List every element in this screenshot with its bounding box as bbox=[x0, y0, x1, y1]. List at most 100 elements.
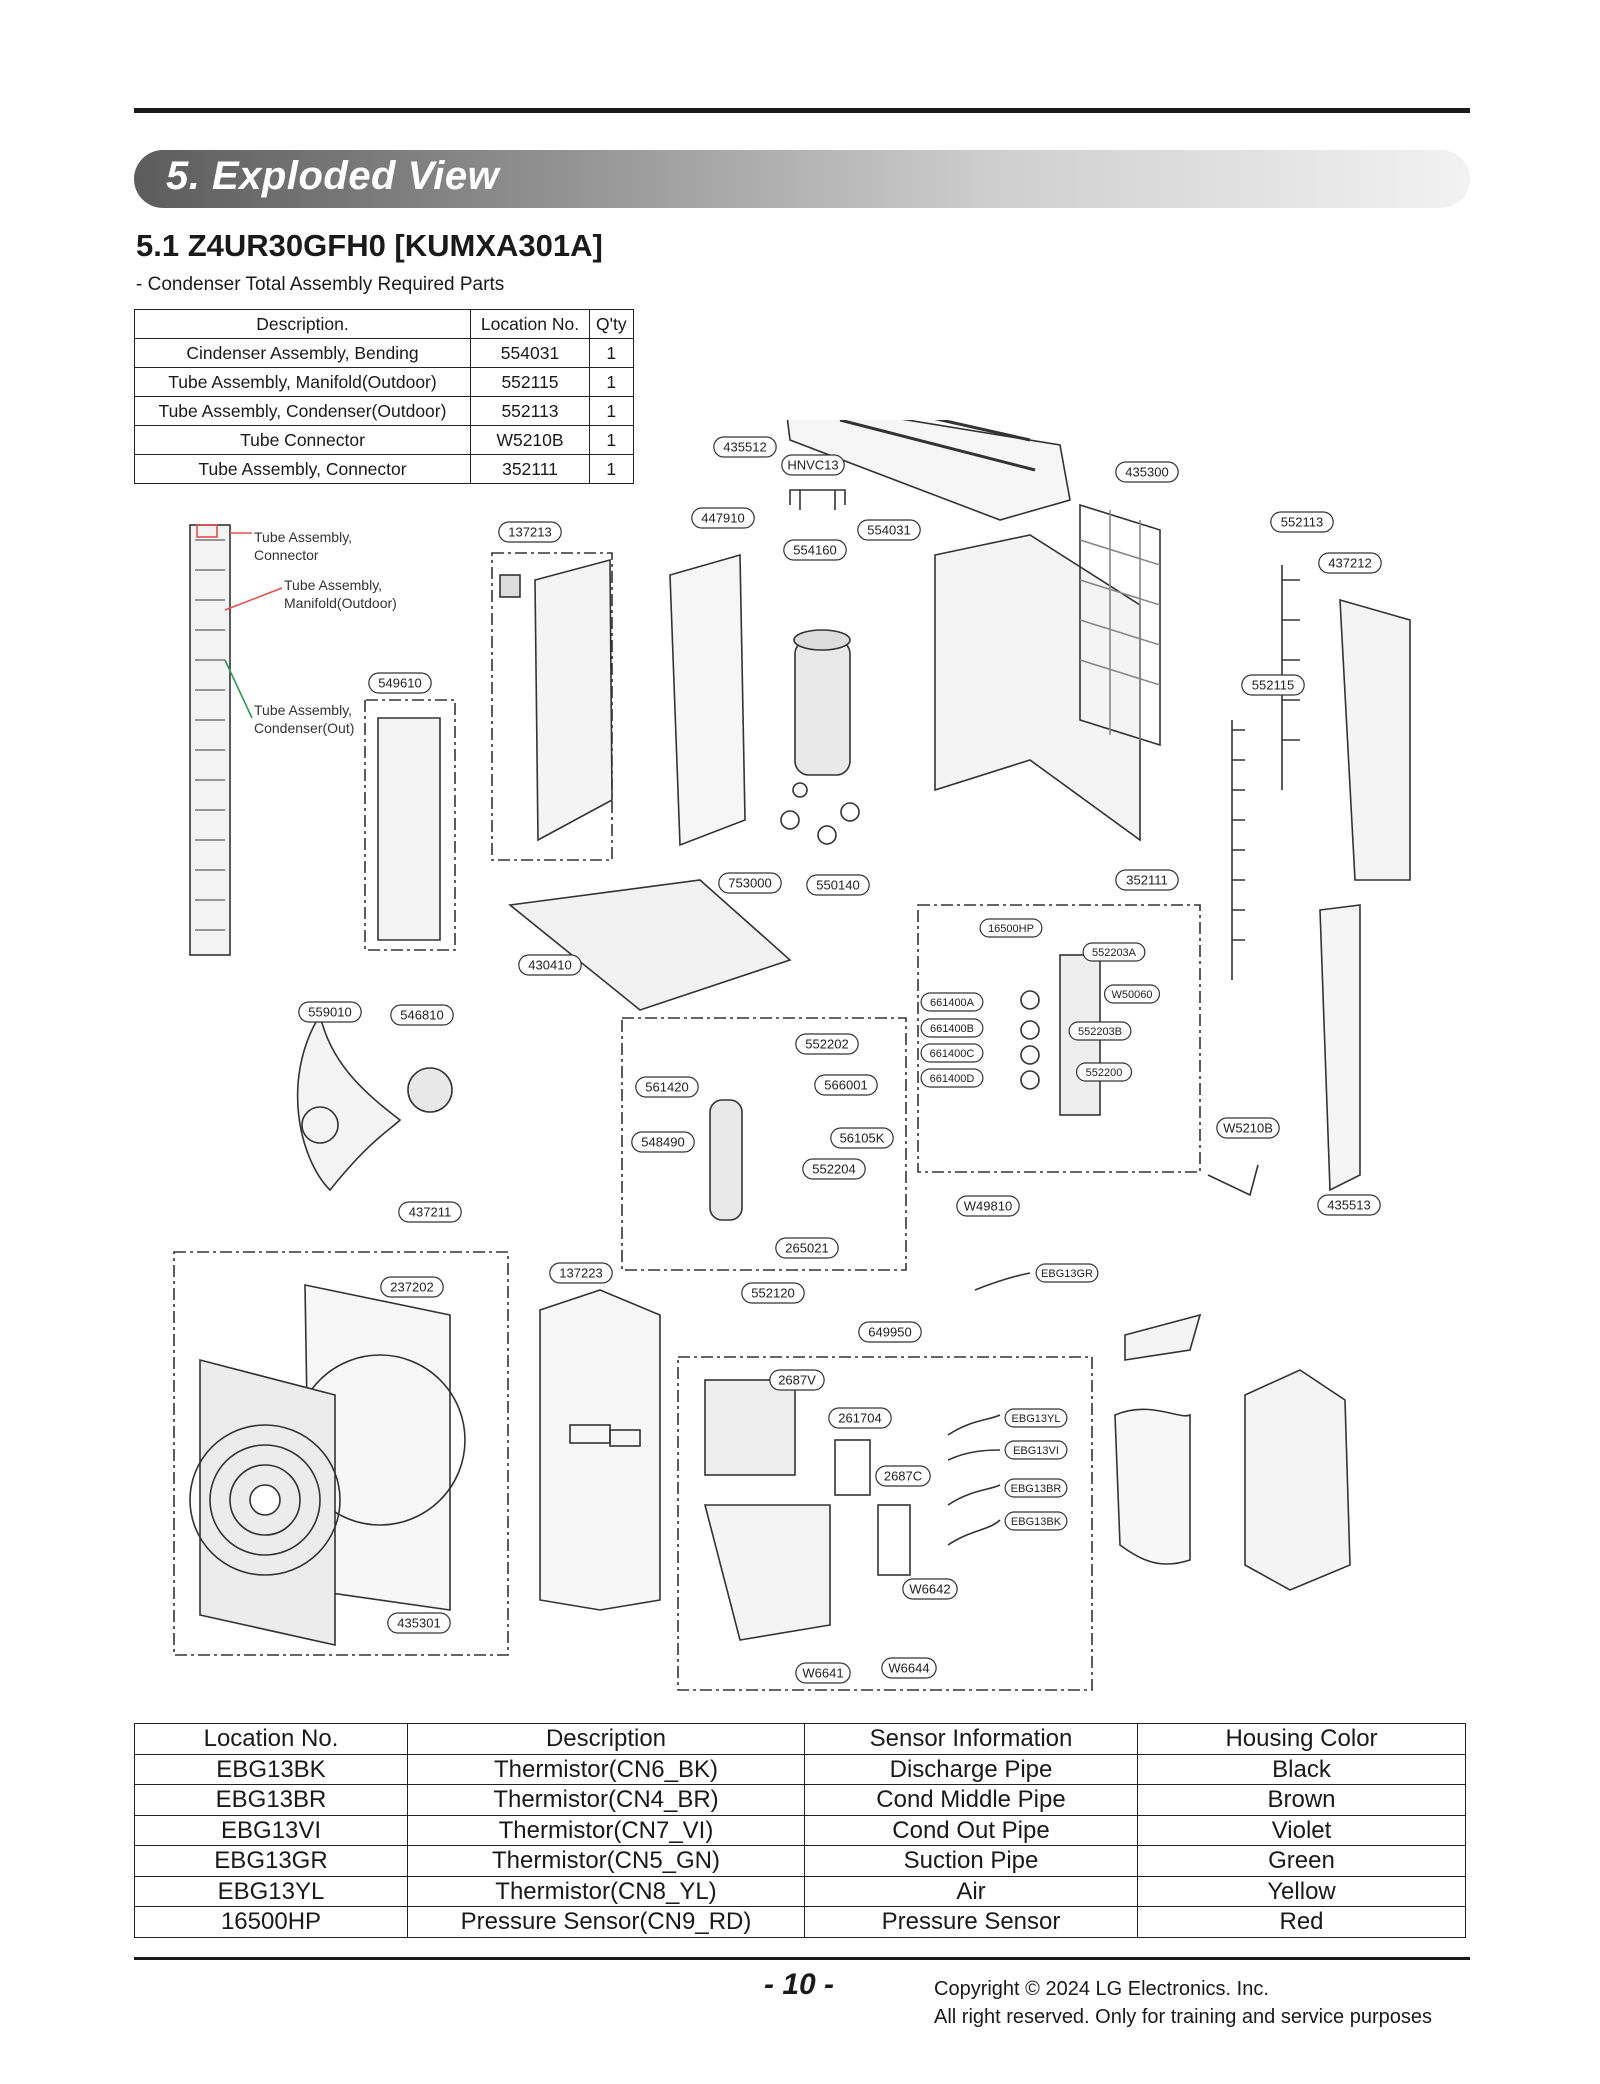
table-cell: 552115 bbox=[470, 367, 590, 397]
table-cell: Pressure Sensor bbox=[804, 1906, 1138, 1938]
callout-ebg13gr: EBG13GR bbox=[1035, 1263, 1099, 1283]
callout-label: HNVC13 bbox=[787, 458, 838, 473]
callout-label: 261704 bbox=[838, 1411, 881, 1426]
callout-554160: 554160 bbox=[783, 539, 847, 561]
callout-261704: 261704 bbox=[828, 1407, 892, 1429]
callout-label: 2687C bbox=[884, 1469, 922, 1484]
callout-label: 265021 bbox=[785, 1241, 828, 1256]
table-cell: Yellow bbox=[1137, 1875, 1466, 1907]
callout-label: EBG13BK bbox=[1011, 1516, 1062, 1528]
callout-137223: 137223 bbox=[549, 1262, 613, 1284]
callout-label: 661400D bbox=[930, 1073, 975, 1085]
callout-ebg13br: EBG13BR bbox=[1004, 1478, 1068, 1498]
callout-561420: 561420 bbox=[635, 1076, 699, 1098]
exploded-view-diagram: Tube Assembly, Connector Tube Assembly, … bbox=[173, 420, 1411, 1691]
callout-label: 430410 bbox=[528, 958, 571, 973]
callout-56105k: 56105K bbox=[830, 1127, 894, 1149]
table-cell: EBG13VI bbox=[134, 1814, 408, 1846]
header-cell: Location No. bbox=[134, 1723, 408, 1755]
callout-label: 435512 bbox=[723, 440, 766, 455]
callout-label: W5210B bbox=[1223, 1121, 1273, 1136]
header-cell: Q'ty bbox=[589, 309, 634, 339]
callout-label: 352111 bbox=[1126, 873, 1167, 888]
model-title: 5.1 Z4UR30GFH0 [KUMXA301A] bbox=[136, 228, 603, 263]
callout-265021: 265021 bbox=[775, 1237, 839, 1259]
callout-label: 56105K bbox=[840, 1131, 885, 1146]
callout-566001: 566001 bbox=[814, 1074, 878, 1096]
header-cell: Housing Color bbox=[1137, 1723, 1466, 1755]
table-cell: 16500HP bbox=[134, 1906, 408, 1938]
table-cell: EBG13BR bbox=[134, 1784, 408, 1816]
table-cell: Pressure Sensor(CN9_RD) bbox=[407, 1906, 805, 1938]
callout-ebg13bk: EBG13BK bbox=[1004, 1511, 1068, 1531]
callout-label: 2687V bbox=[778, 1373, 816, 1388]
callout-label: 552203A bbox=[1092, 947, 1137, 959]
callout-552120: 552120 bbox=[741, 1282, 805, 1304]
section-title: 5. Exploded View bbox=[166, 154, 500, 198]
table-cell: Discharge Pipe bbox=[804, 1753, 1138, 1785]
table-cell: Tube Assembly, Condenser(Outdoor) bbox=[134, 396, 471, 426]
callout-label: 237202 bbox=[390, 1280, 433, 1295]
callout-447910: 447910 bbox=[691, 507, 755, 529]
callout-label: 435300 bbox=[1125, 465, 1168, 480]
table-cell: EBG13BK bbox=[134, 1753, 408, 1785]
callout-label: 550140 bbox=[816, 878, 859, 893]
side-label: Tube Assembly, bbox=[254, 702, 352, 718]
callout-w5210b: W5210B bbox=[1216, 1117, 1280, 1139]
header-cell: Sensor Information bbox=[804, 1723, 1138, 1755]
callout-label: 554160 bbox=[793, 543, 836, 558]
table-cell: 552113 bbox=[470, 396, 590, 426]
callout-label: 16500HP bbox=[988, 923, 1034, 935]
header-cell: Location No. bbox=[470, 309, 590, 339]
table-cell: Thermistor(CN7_VI) bbox=[407, 1814, 805, 1846]
table-cell: 352111 bbox=[470, 454, 590, 484]
callout-label: 561420 bbox=[645, 1080, 688, 1095]
table-cell: Cond Out Pipe bbox=[804, 1814, 1138, 1846]
callout-2687v: 2687V bbox=[769, 1369, 825, 1391]
callout-hnvc13: HNVC13 bbox=[781, 454, 845, 476]
callout-label: 437211 bbox=[409, 1205, 451, 1220]
callout-435300: 435300 bbox=[1115, 461, 1179, 483]
callout-label: 137213 bbox=[508, 525, 551, 540]
table-header-row: Location No. Description Sensor Informat… bbox=[134, 1723, 1466, 1755]
table-cell: Tube Connector bbox=[134, 425, 471, 455]
callout-661400c: 661400C bbox=[920, 1043, 984, 1063]
side-label: Connector bbox=[254, 547, 319, 563]
table-cell: Violet bbox=[1137, 1814, 1466, 1846]
callout-554031: 554031 bbox=[857, 519, 921, 541]
callout-label: 559010 bbox=[308, 1005, 351, 1020]
callout-label: 435513 bbox=[1327, 1198, 1370, 1213]
table-cell: EBG13GR bbox=[134, 1845, 408, 1877]
callout-552202: 552202 bbox=[795, 1033, 859, 1055]
table-cell: Tube Assembly, Manifold(Outdoor) bbox=[134, 367, 471, 397]
table-cell: Thermistor(CN8_YL) bbox=[407, 1875, 805, 1907]
callout-label: 649950 bbox=[868, 1325, 911, 1340]
callout-549610: 549610 bbox=[368, 672, 432, 694]
callout-w6642: W6642 bbox=[902, 1578, 958, 1600]
callout-label: 546810 bbox=[400, 1008, 443, 1023]
callout-661400d: 661400D bbox=[920, 1068, 984, 1088]
callout-w6644: W6644 bbox=[881, 1657, 937, 1679]
callout-label: EBG13GR bbox=[1041, 1268, 1093, 1280]
table-cell: Black bbox=[1137, 1753, 1466, 1785]
callout-2687c: 2687C bbox=[875, 1465, 931, 1487]
callout-label: 552115 bbox=[1252, 678, 1294, 693]
callout-435512: 435512 bbox=[713, 436, 777, 458]
side-label: Condenser(Out) bbox=[254, 720, 354, 736]
table-cell: EBG13YL bbox=[134, 1875, 408, 1907]
callout-label: EBG13VI bbox=[1013, 1445, 1059, 1457]
table-cell: 554031 bbox=[470, 338, 590, 368]
sensor-table: Location No. Description Sensor Informat… bbox=[134, 1723, 1466, 1938]
callout-552203b: 552203B bbox=[1068, 1021, 1132, 1041]
callout-137213: 137213 bbox=[498, 521, 562, 543]
callout-550140: 550140 bbox=[806, 874, 870, 896]
callout-552204: 552204 bbox=[802, 1158, 866, 1180]
callout-237202: 237202 bbox=[380, 1276, 444, 1298]
callout-430410: 430410 bbox=[518, 954, 582, 976]
